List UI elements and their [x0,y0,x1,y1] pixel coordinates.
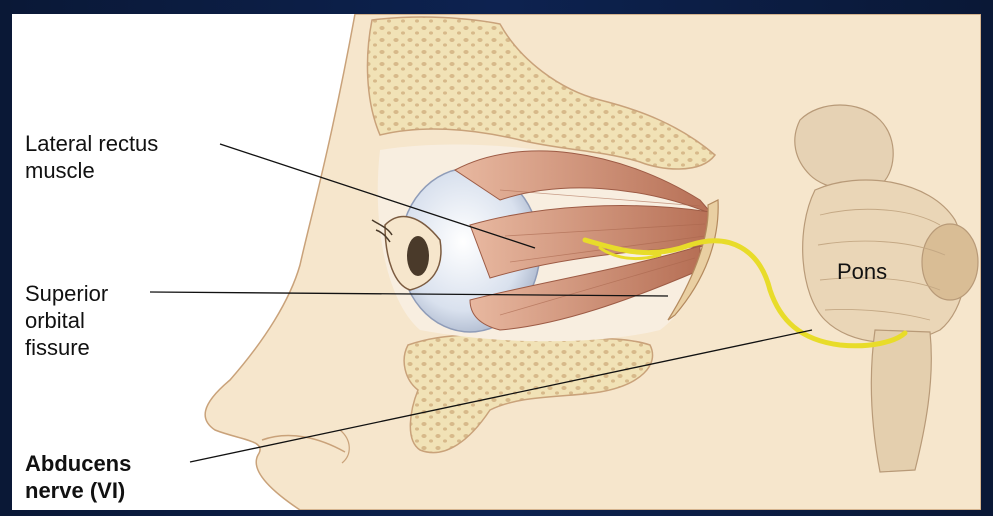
label-lateral-rectus-line-1: Lateral rectus [25,130,158,157]
diagram-panel: Lateral rectus muscle Superior orbital f… [12,14,981,510]
label-lateral-rectus-line-2: muscle [25,157,158,184]
label-fissure-line-2: orbital [25,307,108,334]
label-fissure-line-3: fissure [25,334,108,361]
label-abducens-line-1: Abducens [25,450,131,477]
label-abducens-nerve: Abducens nerve (VI) [25,450,131,504]
label-abducens-line-2: nerve (VI) [25,477,131,504]
label-pons: Pons [837,258,887,285]
label-fissure-line-1: Superior [25,280,108,307]
anatomy-illustration [12,14,981,510]
pons-bulge [922,224,978,300]
label-lateral-rectus: Lateral rectus muscle [25,130,158,184]
label-superior-orbital-fissure: Superior orbital fissure [25,280,108,361]
iris [407,236,429,276]
